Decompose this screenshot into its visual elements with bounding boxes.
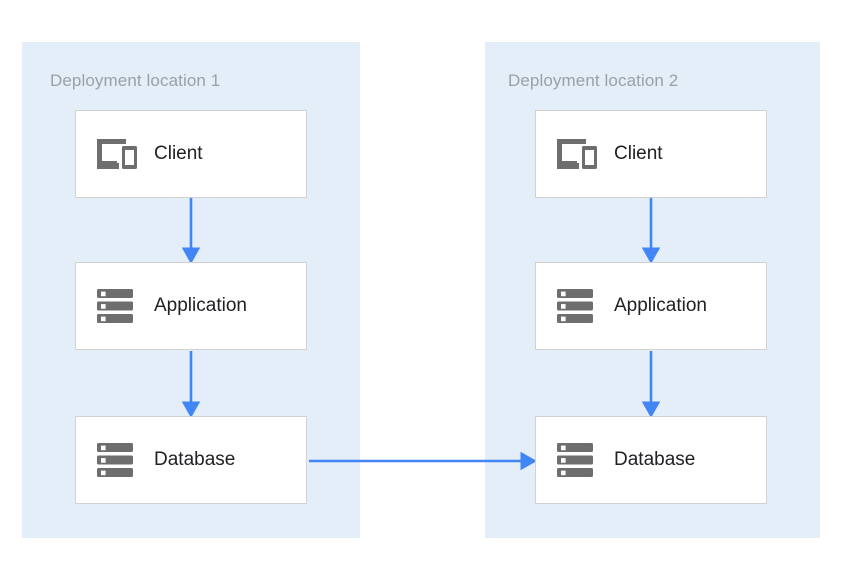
server-icon	[554, 440, 600, 480]
node-label-database-2: Database	[614, 449, 696, 470]
node-client-2[interactable]: Client	[535, 110, 767, 198]
zone-label-deployment-location-1: Deployment location 1	[50, 71, 221, 90]
node-client-1[interactable]: Client	[75, 110, 307, 198]
node-database-1[interactable]: Database	[75, 416, 307, 504]
node-label-application-1: Application	[154, 295, 247, 316]
devices-icon	[94, 134, 140, 174]
node-database-2[interactable]: Database	[535, 416, 767, 504]
node-label-client-2: Client	[614, 143, 663, 164]
node-application-1[interactable]: Application	[75, 262, 307, 350]
node-label-client-1: Client	[154, 143, 203, 164]
node-label-application-2: Application	[614, 295, 707, 316]
zone-label-deployment-location-2: Deployment location 2	[508, 71, 679, 90]
devices-icon	[554, 134, 600, 174]
server-icon	[554, 286, 600, 326]
server-icon	[94, 440, 140, 480]
node-application-2[interactable]: Application	[535, 262, 767, 350]
node-label-database-1: Database	[154, 449, 236, 470]
server-icon	[94, 286, 140, 326]
